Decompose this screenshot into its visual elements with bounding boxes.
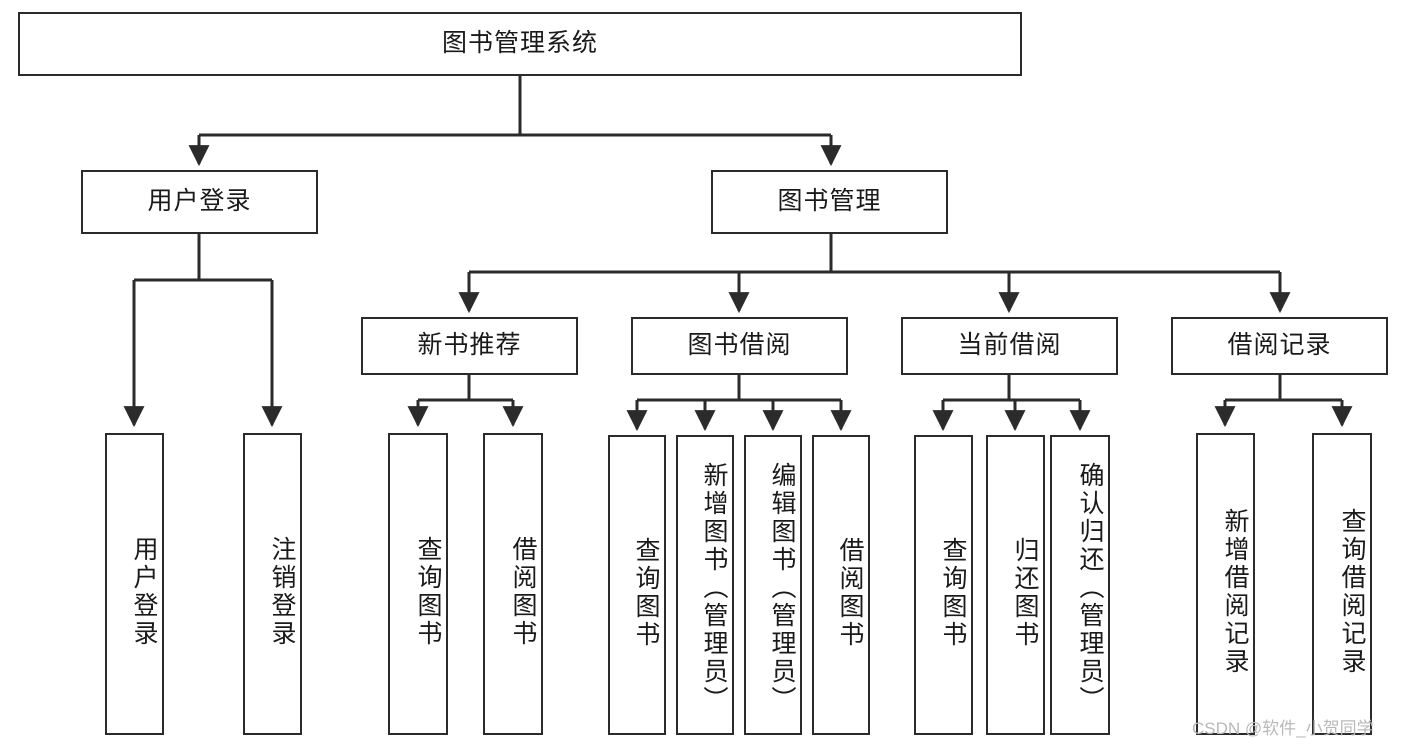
leaf-query-borrow-record-label: 查询借阅记录	[1338, 508, 1366, 676]
leaf-logout-login-label: 注销登录	[268, 536, 296, 648]
node-root-label: 图书管理系统	[441, 29, 598, 58]
leaf-query-book-1-label: 查询图书	[414, 536, 442, 648]
node-current-borrow[interactable]: 当前借阅	[901, 317, 1118, 375]
leaf-user-login-label: 用户登录	[130, 536, 158, 648]
watermark: CSDN @软件_小贺同学	[1192, 719, 1374, 738]
node-current-borrow-label: 当前借阅	[957, 331, 1062, 360]
leaf-query-borrow-record[interactable]: 查询借阅记录	[1312, 433, 1372, 735]
leaf-confirm-return-admin-label: 确认归还（管理员）	[1076, 462, 1104, 714]
node-new-book-recommend[interactable]: 新书推荐	[361, 317, 578, 375]
leaf-borrow-book-1[interactable]: 借阅图书	[483, 433, 543, 735]
node-user-login[interactable]: 用户登录	[81, 170, 318, 234]
leaf-borrow-book-2[interactable]: 借阅图书	[812, 435, 870, 735]
leaf-add-book-admin-label: 新增图书（管理员）	[700, 462, 728, 714]
leaf-borrow-book-1-label: 借阅图书	[509, 536, 537, 648]
leaf-borrow-book-2-label: 借阅图书	[836, 537, 864, 649]
leaf-query-book-2-label: 查询图书	[632, 537, 660, 649]
node-root[interactable]: 图书管理系统	[18, 12, 1022, 76]
node-book-borrow[interactable]: 图书借阅	[631, 317, 848, 375]
node-new-book-recommend-label: 新书推荐	[417, 331, 522, 360]
leaf-logout-login[interactable]: 注销登录	[243, 433, 302, 735]
leaf-edit-book-admin[interactable]: 编辑图书（管理员）	[744, 435, 802, 735]
leaf-query-book-3[interactable]: 查询图书	[914, 435, 973, 735]
node-user-login-label: 用户登录	[147, 187, 252, 216]
leaf-add-borrow-record-label: 新增借阅记录	[1221, 508, 1249, 676]
leaf-query-book-2[interactable]: 查询图书	[608, 435, 666, 735]
leaf-query-book-3-label: 查询图书	[939, 537, 967, 649]
node-book-manage-label: 图书管理	[777, 187, 882, 216]
leaf-return-book[interactable]: 归还图书	[986, 435, 1045, 735]
node-book-borrow-label: 图书借阅	[687, 331, 792, 360]
leaf-user-login[interactable]: 用户登录	[105, 433, 164, 735]
leaf-return-book-label: 归还图书	[1011, 537, 1039, 649]
leaf-query-book-1[interactable]: 查询图书	[388, 433, 448, 735]
node-borrow-record-label: 借阅记录	[1227, 331, 1332, 360]
node-borrow-record[interactable]: 借阅记录	[1171, 317, 1388, 375]
leaf-edit-book-admin-label: 编辑图书（管理员）	[768, 462, 796, 714]
leaf-add-borrow-record[interactable]: 新增借阅记录	[1196, 433, 1255, 735]
leaf-add-book-admin[interactable]: 新增图书（管理员）	[676, 435, 734, 735]
node-book-manage[interactable]: 图书管理	[711, 170, 948, 234]
leaf-confirm-return-admin[interactable]: 确认归还（管理员）	[1050, 435, 1110, 735]
